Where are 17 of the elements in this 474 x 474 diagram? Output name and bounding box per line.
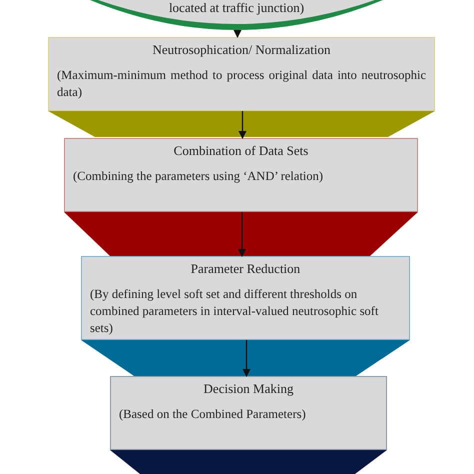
node-text: located at traffic junction) bbox=[168, 0, 304, 15]
step-description: (Maximum-minimum method to process original data into neutrosophic data) bbox=[57, 67, 426, 101]
process-box bbox=[81, 256, 410, 340]
arrow bbox=[238, 111, 246, 139]
step-description: (By defining level soft set and different thresholds on combined parameters in interval-valued neutrosophic soft sets) bbox=[90, 286, 380, 337]
process-box bbox=[64, 138, 418, 212]
step-description: (Combining the parameters using ‘AND’ relation) bbox=[73, 168, 324, 185]
step-title: Decision Making bbox=[202, 381, 294, 397]
process-box bbox=[48, 37, 435, 111]
step-title: Neutrosophication/ Normalization bbox=[152, 42, 332, 58]
arrow bbox=[242, 340, 250, 377]
step-title: Combination of Data Sets bbox=[172, 143, 310, 159]
process-box bbox=[110, 376, 387, 450]
arrow bbox=[234, 30, 242, 38]
arrow bbox=[238, 212, 246, 257]
step-description: (Based on the Combined Parameters) bbox=[119, 406, 307, 423]
step-title: Parameter Reduction bbox=[190, 261, 302, 277]
